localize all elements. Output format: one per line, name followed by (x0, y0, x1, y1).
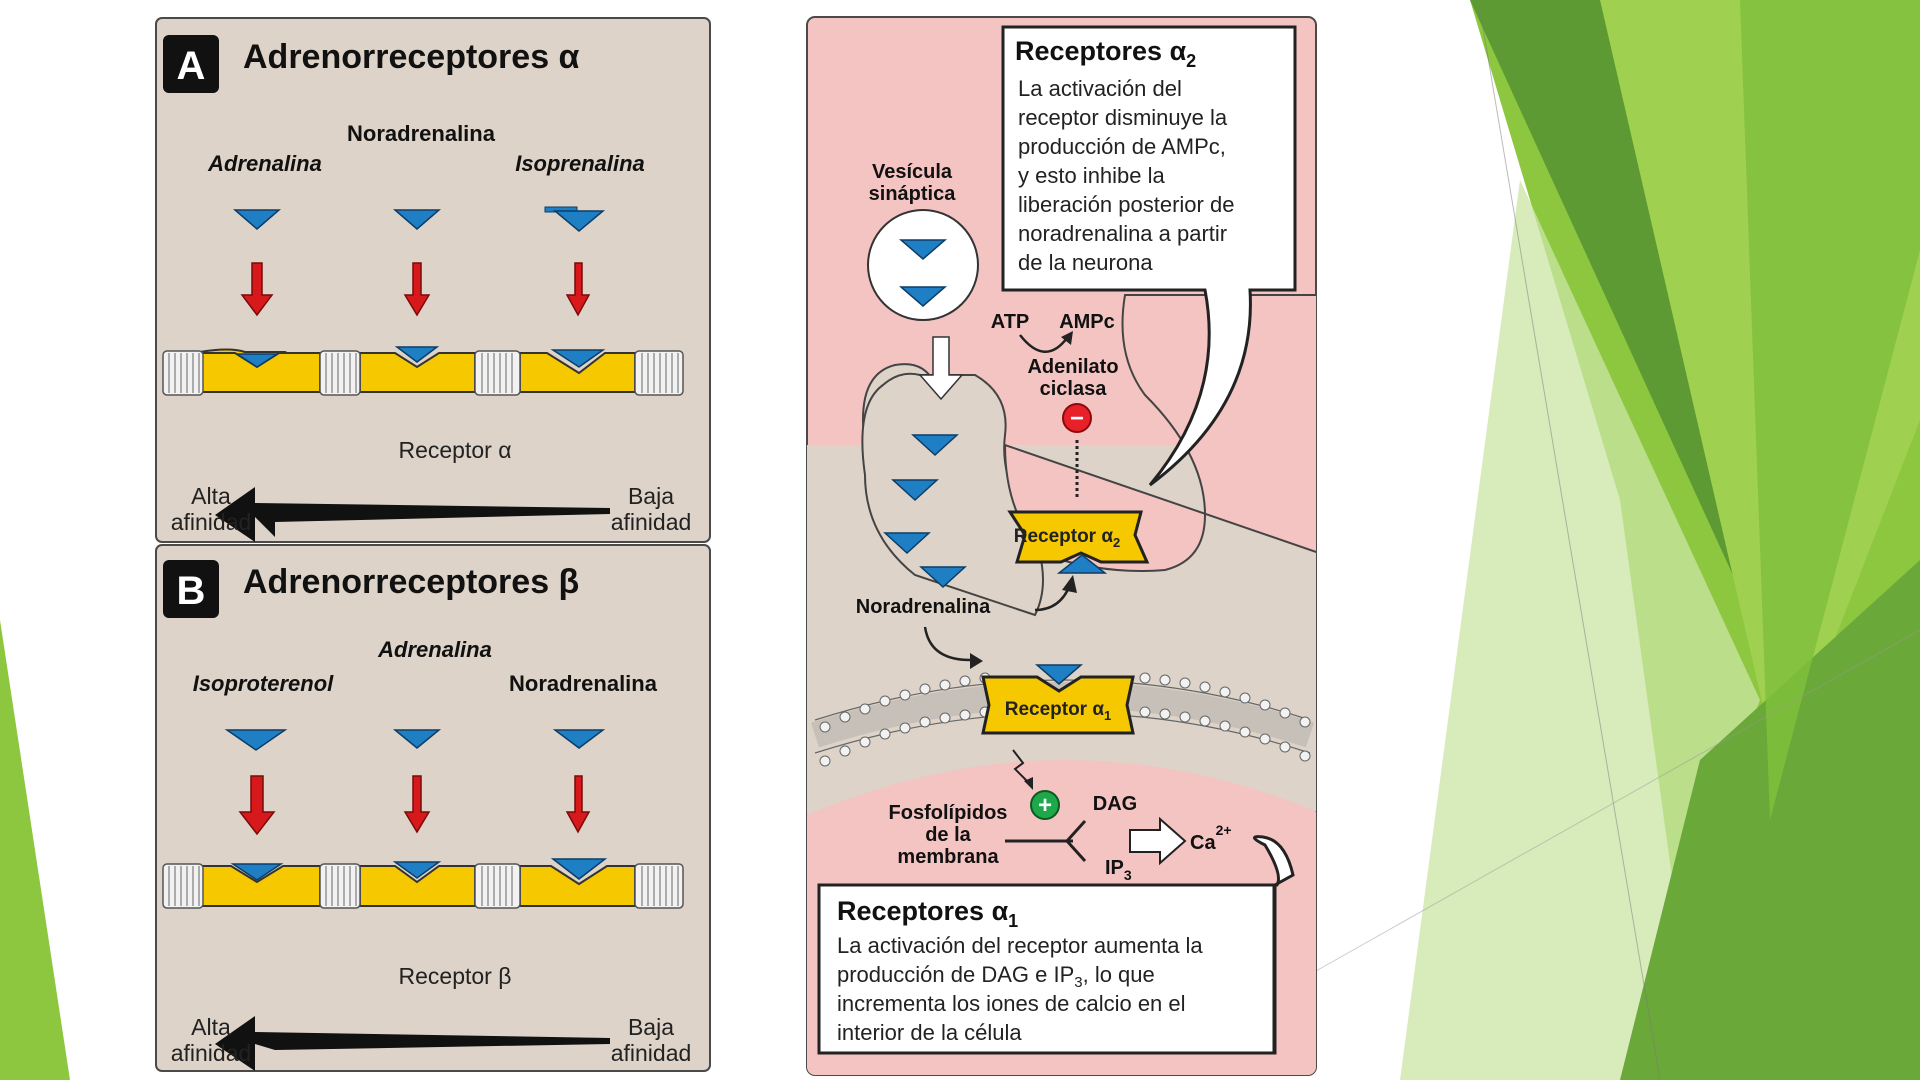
activation-plus-sign: + (1038, 792, 1052, 819)
panel-a-high-affinity-2: afinidad (171, 509, 252, 535)
activation-plus-icon (1030, 790, 1060, 820)
dag-label: DAG (1093, 793, 1137, 815)
panel-a-agonist-top: Noradrenalina (347, 121, 496, 146)
calcium-arrow (1129, 816, 1187, 866)
vesicle-ligand-1 (898, 239, 948, 260)
ligand-noradrenaline-b (552, 729, 606, 749)
ligand-adrenaline (232, 209, 282, 230)
panel-a-low-affinity-2: afinidad (611, 509, 692, 535)
panel-a-affinity-arrow (215, 487, 610, 542)
callout-alpha2-line-1: La activación del (1018, 76, 1182, 101)
panel-b-agonist-right: Noradrenalina (509, 671, 658, 696)
noradrenaline-label: Noradrenalina (856, 596, 991, 618)
panel-a-agonist-right: Isoprenalina (515, 151, 645, 176)
red-arrow-b1 (238, 775, 276, 836)
receptor-alpha1-label: Receptor α1 (1005, 699, 1112, 723)
alpha2-bound-ligand (1056, 554, 1108, 574)
ligand-isoprenaline (544, 206, 606, 232)
panel-b-letter-box (163, 560, 219, 618)
panel-a-letter: A (177, 44, 206, 88)
callout-alpha1-title: Receptores α1 (837, 896, 1018, 931)
ampc-label: AMPc (1059, 311, 1115, 333)
callout-alpha1-line-1: La activación del receptor aumenta la (837, 933, 1203, 958)
receptor-alpha2-label: Receptor α2 (1014, 526, 1121, 550)
panel-a-low-affinity-1: Baja (628, 483, 674, 509)
callout-alpha2-line-3: producción de AMPc, (1018, 134, 1226, 159)
adenylate-label-2: ciclasa (1040, 378, 1108, 400)
red-arrow-b3 (565, 775, 591, 834)
red-arrow-1 (240, 262, 274, 317)
phospholipid-label-1: Fosfolípidos (889, 802, 1008, 824)
atp-label: ATP (991, 311, 1030, 333)
panel-b-low-affinity-1: Baja (628, 1014, 674, 1040)
ligand-noradrenaline (392, 209, 442, 230)
adenylate-label-1: Adenilato (1027, 356, 1118, 378)
red-arrow-2 (403, 262, 431, 317)
panel-a: A Adrenorreceptores α Noradrenalina Adre… (155, 17, 711, 543)
vesicle-label-1: Vesícula (872, 161, 953, 183)
panel-a-membrane (162, 346, 684, 396)
receptor-alpha1 (981, 675, 1135, 735)
panel-a-title: Adrenorreceptores α (243, 38, 580, 76)
ligand-isoproterenol (224, 729, 288, 751)
released-ligand-2 (891, 479, 939, 502)
left-green-stripe (0, 620, 70, 1080)
panel-a-letter-box (163, 35, 219, 93)
ip3-label: IP3 (1105, 857, 1132, 883)
panel-b-high-affinity-2: afinidad (171, 1040, 252, 1066)
receptor-alpha2 (1007, 510, 1150, 564)
panel-b-agonist-top: Adrenalina (377, 637, 492, 662)
panel-a-high-affinity-1: Alta (191, 483, 231, 509)
released-ligand-4 (919, 566, 967, 589)
callout-alpha2-title: Receptores α2 (1015, 36, 1196, 71)
callout-alpha2-line-5: liberación posterior de (1018, 192, 1234, 217)
red-arrow-b2 (403, 775, 431, 834)
panel-a-receptor-label: Receptor α (398, 437, 511, 463)
panel-b-receptor-label: Receptor β (399, 963, 512, 989)
vesicle-label-2: sináptica (869, 183, 957, 205)
panel-b-agonist-left: Isoproterenol (193, 671, 334, 696)
phospholipid-label-2: de la (925, 824, 971, 846)
alpha1-bound-ligand (1034, 664, 1084, 685)
callout-alpha1-line-3: incrementa los iones de calcio en el (837, 991, 1186, 1016)
panel-b-affinity-arrow (215, 1016, 610, 1071)
thin-line-1 (1479, 9, 1661, 1080)
curve-arrow-to-a1 (923, 626, 971, 662)
right-green-facet-6 (1740, 0, 1920, 820)
callout-alpha2: Receptores α2 La activación del receptor… (1001, 25, 1297, 487)
panel-b-letter: B (177, 569, 206, 613)
callout-alpha2-line-2: receptor disminuye la (1018, 105, 1228, 130)
release-arrow (918, 336, 964, 401)
phospholipid-label-3: membrana (897, 846, 999, 868)
panel-b: B Adrenorreceptores β Adrenalina Isoprot… (155, 544, 711, 1072)
synapse-panel: Vesícula sináptica Noradrenalina ATP AMP… (806, 16, 1317, 1076)
released-ligand-3 (883, 532, 931, 555)
ligand-adrenaline-b (392, 729, 442, 749)
atp-to-ampc-arrow (1019, 334, 1068, 353)
hydrolysis-fork (1005, 819, 1087, 863)
inhibition-minus-sign: − (1070, 405, 1084, 432)
callout-alpha1: Receptores α1 La activación del receptor… (817, 835, 1295, 1055)
signal-squiggle (1012, 749, 1030, 784)
panel-b-low-affinity-2: afinidad (611, 1040, 692, 1066)
calcium-label: Ca2+ (1190, 822, 1232, 854)
membrane-heads (819, 672, 1311, 767)
panel-b-membrane (162, 858, 684, 909)
thin-line-2 (1299, 629, 1920, 981)
callout-alpha2-line-4: y esto inhibe la (1018, 163, 1166, 188)
panel-a-agonist-left: Adrenalina (207, 151, 322, 176)
panel-b-title: Adrenorreceptores β (243, 563, 579, 601)
right-green-facet-4 (1400, 180, 1760, 1080)
inhibition-minus-icon (1062, 403, 1092, 433)
callout-alpha2-line-6: noradrenalina a partir (1018, 221, 1227, 246)
callout-alpha1-line-4: interior de la célula (837, 1020, 1022, 1045)
vesicle-ligand-2 (898, 286, 948, 307)
panel-b-high-affinity-1: Alta (191, 1014, 231, 1040)
released-ligand-1 (911, 434, 959, 457)
synaptic-vesicle (867, 209, 979, 321)
callout-alpha2-line-7: de la neurona (1018, 250, 1153, 275)
callout-alpha1-line-2: producción de DAG e IP3, lo que (837, 962, 1155, 991)
red-arrow-3 (565, 262, 591, 317)
